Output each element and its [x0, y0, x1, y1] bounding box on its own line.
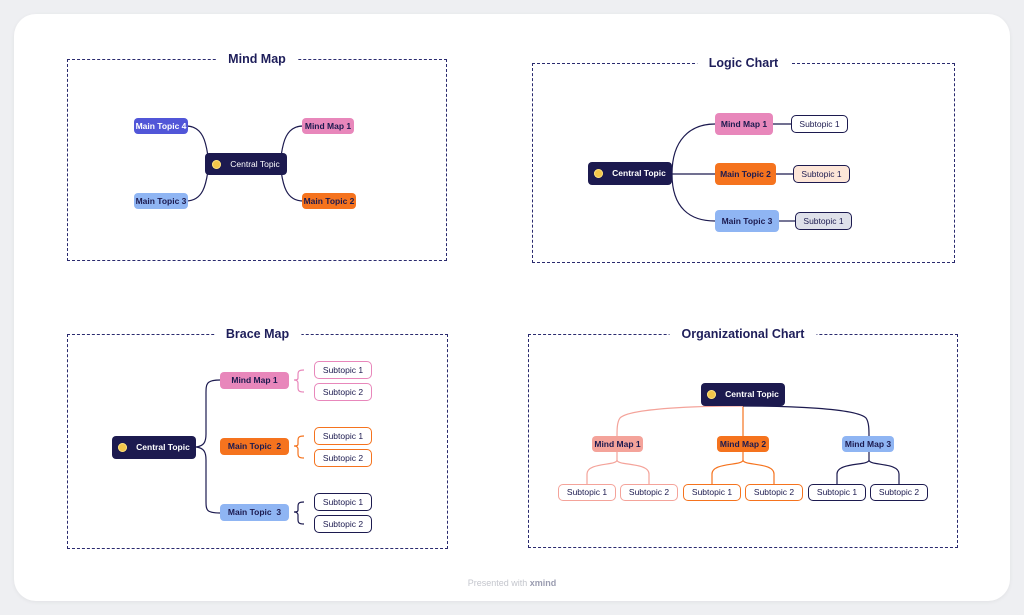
- lightbulb-icon: [212, 159, 222, 169]
- brace-map-panel: Brace Map: [67, 325, 448, 549]
- central-topic[interactable]: Central Topic: [588, 162, 672, 185]
- subtopic-2[interactable]: Subtopic 2: [314, 383, 372, 401]
- subtopic-1[interactable]: Subtopic 1: [314, 361, 372, 379]
- presented-with-text: Presented with: [467, 578, 528, 588]
- lightbulb-icon: [707, 390, 717, 399]
- main-topic-3[interactable]: Main Topic 3: [134, 193, 188, 209]
- subtopic-2[interactable]: Subtopic 2: [314, 515, 372, 533]
- subtopic-1[interactable]: Subtopic 1: [795, 212, 852, 230]
- logic-chart-panel: Logic Chart: [532, 54, 955, 263]
- xmind-brand[interactable]: xmind: [529, 578, 557, 588]
- subtopic-2[interactable]: Subtopic 2: [745, 484, 803, 501]
- subtopic-2[interactable]: Subtopic 2: [314, 449, 372, 467]
- main-topic-4[interactable]: Main Topic 4: [134, 118, 188, 134]
- mind-map-panel: Mind Map: [67, 50, 447, 261]
- lightbulb-icon: [118, 443, 128, 452]
- central-topic-label: Central Topic: [725, 389, 779, 400]
- canvas-card: [14, 14, 1010, 601]
- mind-map-1[interactable]: Mind Map 1: [220, 372, 289, 389]
- panel-title: Organizational Chart: [669, 325, 817, 343]
- main-topic-3[interactable]: Main Topic 3: [715, 210, 779, 232]
- panel-title: Brace Map: [213, 325, 302, 343]
- mind-map-2[interactable]: Mind Map 2: [717, 436, 769, 452]
- mind-map-3[interactable]: Mind Map 3: [842, 436, 894, 452]
- main-topic-2[interactable]: Main Topic 2: [715, 163, 776, 185]
- lightbulb-icon: [594, 169, 604, 178]
- subtopic-1[interactable]: Subtopic 1: [791, 115, 848, 133]
- subtopic-2[interactable]: Subtopic 2: [870, 484, 928, 501]
- panel-title: Mind Map: [216, 50, 298, 68]
- central-topic[interactable]: Central Topic: [205, 153, 287, 175]
- central-topic-label: Central Topic: [136, 442, 190, 453]
- subtopic-2[interactable]: Subtopic 2: [620, 484, 678, 501]
- mind-map-1[interactable]: Mind Map 1: [592, 436, 643, 452]
- main-topic-3[interactable]: Main Topic 3: [220, 504, 289, 521]
- central-topic-label: Central Topic: [230, 158, 280, 169]
- org-chart-panel: Organizational Chart: [528, 325, 958, 548]
- presented-with-footer: Presented with xmind: [0, 578, 1024, 588]
- subtopic-1[interactable]: Subtopic 1: [314, 427, 372, 445]
- central-topic[interactable]: Central Topic: [112, 436, 196, 459]
- subtopic-1[interactable]: Subtopic 1: [793, 165, 850, 183]
- subtopic-1[interactable]: Subtopic 1: [314, 493, 372, 511]
- central-topic[interactable]: Central Topic: [701, 383, 785, 406]
- main-topic-2[interactable]: Main Topic 2: [220, 438, 289, 455]
- subtopic-1[interactable]: Subtopic 1: [683, 484, 741, 501]
- mind-map-1[interactable]: Mind Map 1: [302, 118, 354, 134]
- subtopic-1[interactable]: Subtopic 1: [558, 484, 616, 501]
- panel-title: Logic Chart: [696, 54, 791, 72]
- subtopic-1[interactable]: Subtopic 1: [808, 484, 866, 501]
- mind-map-1[interactable]: Mind Map 1: [715, 113, 773, 135]
- main-topic-2[interactable]: Main Topic 2: [302, 193, 356, 209]
- central-topic-label: Central Topic: [612, 168, 666, 179]
